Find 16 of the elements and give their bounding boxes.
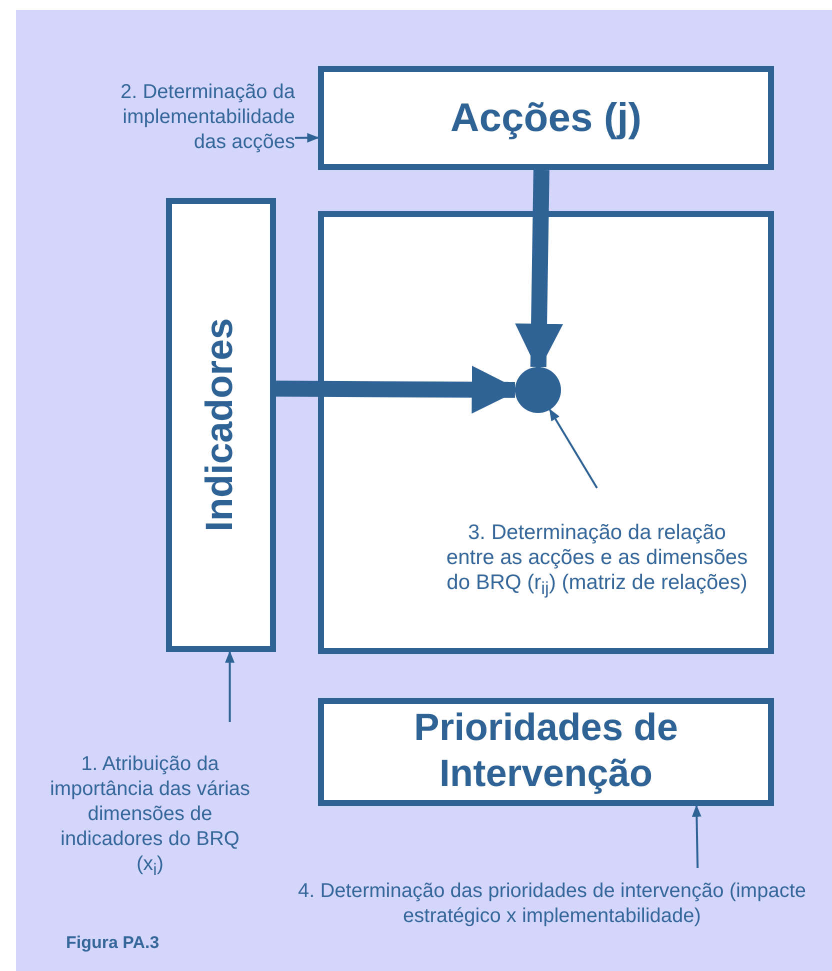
annotation-text: 3. Determinação da relação entre as acções e as dimensões do BRQ (r$_{ij}$) (matriz de relações) — [445, 520, 749, 600]
process-box — [166, 198, 276, 652]
figure-caption: Figura PA.3 — [66, 933, 160, 953]
arrow — [225, 650, 235, 722]
box-title: Indicadores — [198, 318, 242, 532]
annotation-text: 1. Atribuição da importância das várias dimensões de indicadores do BRQ (x$_{i}$) — [48, 752, 252, 881]
arrow — [692, 804, 702, 868]
arrow — [549, 408, 598, 489]
annotation-text: 2. Determinação da implementabilidade das acções — [119, 80, 295, 154]
process-box — [318, 66, 774, 170]
matrix-box — [318, 211, 774, 654]
annotation-text: 4. Determinação das prioridades de intervenção (impacte estratégico x implementabilidade) — [296, 879, 808, 929]
process-box — [318, 698, 774, 806]
arrow — [295, 133, 320, 143]
box-title: Prioridades de Intervenção — [413, 706, 679, 797]
box-title: Acções (j) — [450, 95, 642, 142]
